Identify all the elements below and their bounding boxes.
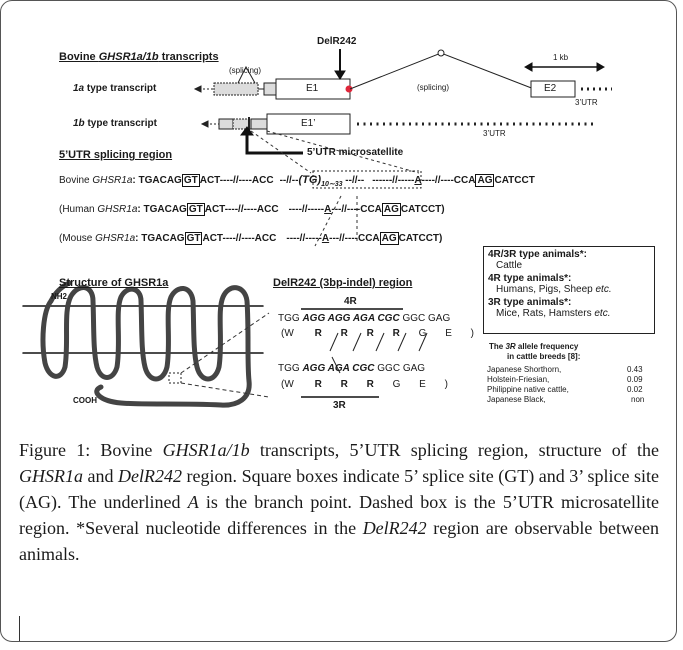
microsatellite-label: 5’UTR microsatellite: [307, 147, 404, 158]
freq-row-1: Japanese Shorthorn,0.43: [487, 365, 643, 374]
exon-e1b-label: E1’: [301, 118, 316, 129]
freq-row-4: Japanese Black,non: [487, 395, 645, 404]
utr3-label-2: 3’UTR: [483, 129, 506, 138]
types-line-3: 4R type animals*:: [488, 273, 572, 284]
delr242-label: DelR242: [317, 36, 357, 47]
delr242-arrow: [334, 49, 346, 80]
aa-3r: (W R R R G E ): [281, 379, 448, 390]
aa-4r: (W R R R R G E ): [281, 328, 474, 339]
animal-types-box: 4R/3R type animals*: Cattle 4R type anim…: [483, 246, 655, 334]
r3-label: 3R: [333, 400, 346, 411]
structure-title: Structure of GHSR1a: [59, 277, 169, 289]
branch-point-a: A: [414, 175, 422, 186]
types-line-5: 3R type animals*:: [488, 297, 572, 308]
figure-graphics: [22, 49, 612, 408]
exon-e2-label: E2: [544, 83, 557, 94]
freq-title-2: in cattle breeds [8]:: [507, 352, 581, 361]
types-line-1: 4R/3R type animals*:: [488, 249, 587, 260]
deletion-site-marker: [168, 372, 182, 384]
delr-region-title: DelR242 (3bp-indel) region: [273, 277, 413, 289]
figure-card: Bovine GHSR1a/1b transcripts (splicing) …: [0, 0, 677, 642]
freq-row-2: Holstein-Friesian,0.09: [487, 375, 643, 384]
r4-label: 4R: [344, 296, 357, 307]
splicing-label-1: (splicing): [229, 66, 262, 75]
repeat-bars: [301, 308, 403, 398]
cooh-label: COOH: [73, 396, 97, 405]
transcript-1b-graphic: [200, 113, 596, 135]
microsatellite-dashed-box: [312, 170, 422, 189]
types-line-2: Cattle: [496, 260, 523, 271]
scale-bar: [523, 62, 606, 72]
types-line-6: Mice, Rats, Hamsters etc.: [496, 308, 611, 319]
splice-site-ag-box: AG: [475, 174, 495, 187]
nh2-label: NH2: [51, 292, 68, 301]
types-line-4: Humans, Pigs, Sheep etc.: [496, 284, 612, 295]
scale-label: 1 kb: [553, 53, 569, 62]
splicing-label-2: (splicing): [417, 83, 450, 92]
freq-title-1: The 3R allele frequency: [489, 342, 579, 351]
splice-site-gt-box: GT: [181, 174, 200, 187]
receptor-structure-graphic: [22, 280, 264, 408]
microsatellite-arrow: [240, 126, 303, 155]
delr-callout-lines: [180, 312, 270, 398]
utr5-splicing-title: 5’UTR splicing region: [59, 149, 173, 161]
transcript-1a-label: 1a type transcript: [73, 83, 157, 94]
left-rule: [19, 616, 20, 641]
exon-e1-label: E1: [306, 83, 319, 94]
utr3-label-1: 3’UTR: [575, 98, 598, 107]
seq-3r: TGG AGG AGA CGC GGC GAG: [278, 363, 426, 374]
transcripts-title: Bovine GHSR1a/1b transcripts: [59, 51, 219, 63]
freq-row-3: Philippine native cattle,0.02: [487, 385, 643, 394]
transcript-1a-graphic: [193, 49, 612, 100]
figure-caption: Figure 1: Bovine GHSR1a/1b transcripts, …: [19, 440, 660, 564]
transcript-1b-label: 1b type transcript: [73, 118, 157, 129]
zoom-guides: [250, 130, 420, 247]
alignment-slashes: [329, 332, 428, 374]
seq-4r: TGG AGG AGG AGA CGC GGC GAG: [278, 313, 451, 324]
